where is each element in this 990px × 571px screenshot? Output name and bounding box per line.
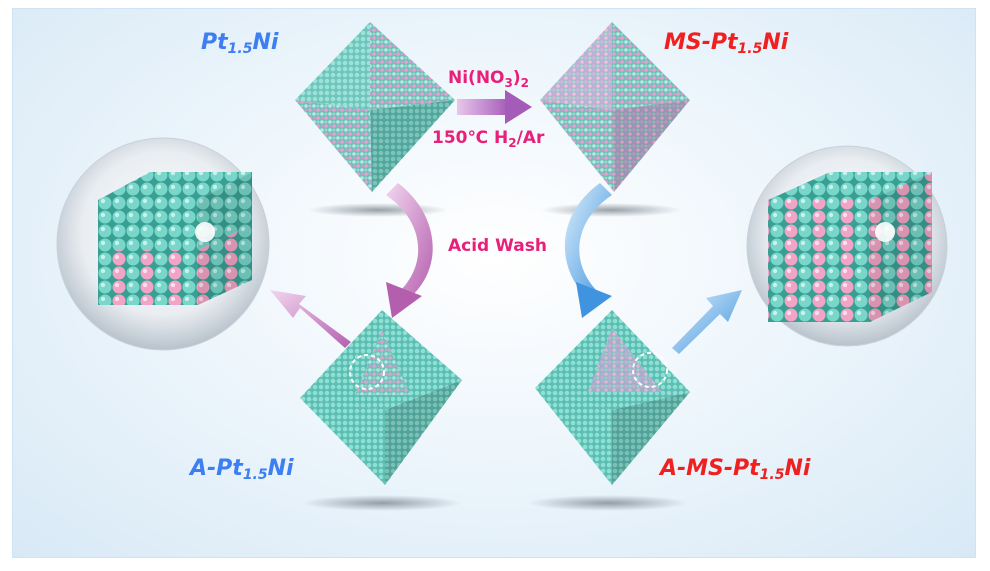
arrow-acid-wash-left [386,183,433,318]
shadow-top-right [541,203,681,217]
label-ms-pt15ni: MS-Pt1.5Ni [664,30,789,57]
arrow-zoom-right [672,290,742,354]
shadow-bottom-right [528,495,688,511]
label-pt15ni: Pt1.5Ni [201,30,279,57]
highlight-circle-left [349,354,385,390]
octahedron-ms-pt15ni [540,22,690,192]
octahedron-a-pt15ni [300,310,462,485]
arrow-zoom-left [270,290,351,348]
shadow-bottom-left [302,495,462,511]
shadow-top-left [308,203,448,217]
arrow-synthesis-right [457,90,532,124]
octahedron-a-ms-pt15ni [535,310,690,485]
label-a-pt15ni: A-Pt1.5Ni [190,456,294,483]
zoom-sphere-left [56,137,270,351]
reagent-conditions: 150℃ H2/Ar [432,128,545,150]
reagent-nitrate: Ni(NO3)2 [448,68,530,90]
arrow-acid-wash-right [564,183,612,318]
label-a-ms-pt15ni: A-MS-Pt1.5Ni [660,456,811,483]
zoom-sphere-right [746,145,948,347]
octahedron-pt15ni [295,22,455,192]
highlight-circle-right [632,352,668,388]
label-acid-wash: Acid Wash [448,236,547,256]
